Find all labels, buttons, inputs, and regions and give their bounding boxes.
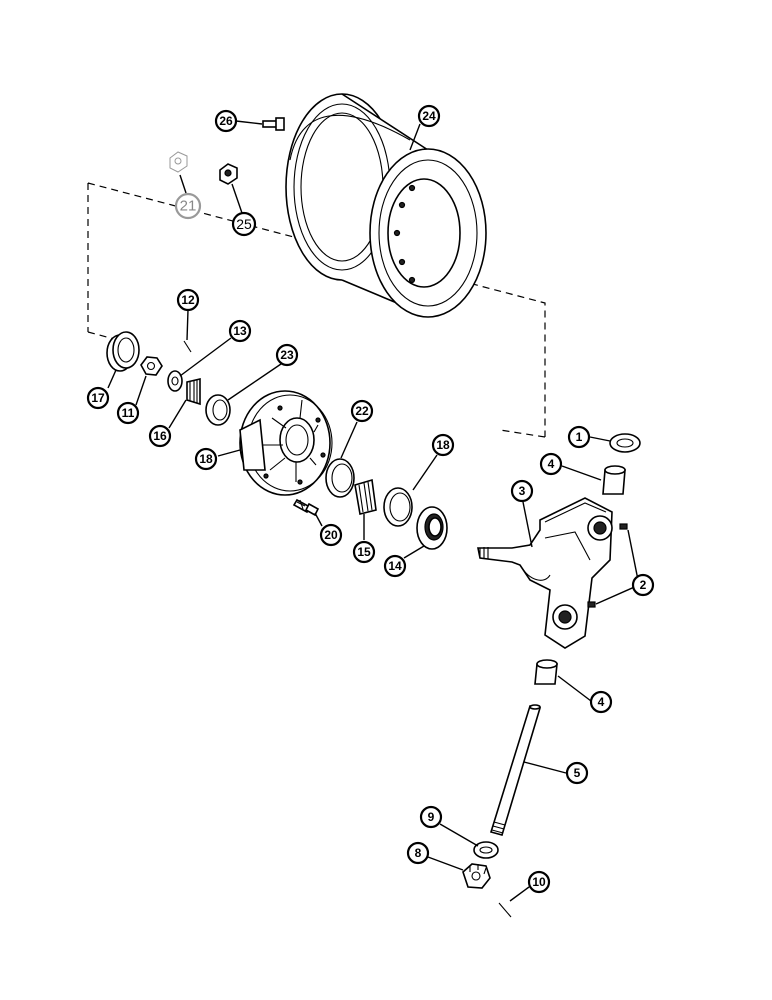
- callout-10: 10: [527, 870, 551, 894]
- callout-14-label: 14: [388, 559, 402, 573]
- castle-nut-lower: [462, 863, 491, 889]
- callout-13: 13: [228, 319, 252, 343]
- callout-12: 12: [176, 288, 200, 312]
- callout-2: 2: [631, 573, 655, 597]
- callout-24: 24: [417, 104, 441, 128]
- outer-bearing-cup: [205, 394, 231, 426]
- hub-cap: [106, 331, 140, 372]
- callout-8: 8: [406, 841, 430, 865]
- washer-13: [167, 370, 183, 392]
- inner-bearing-cup-19: [383, 487, 413, 527]
- king-pin: [489, 704, 542, 836]
- hub-stud: [292, 498, 320, 517]
- callout-22: 22: [350, 399, 374, 423]
- callout-4-lower: 4: [589, 690, 613, 714]
- callout-24-label: 24: [422, 109, 436, 123]
- callout-18-hub-label: 18: [199, 452, 213, 466]
- callout-21-label: 21: [180, 198, 197, 215]
- callout-3-label: 3: [519, 484, 526, 498]
- grease-fitting-upper: [619, 523, 628, 530]
- callout-26-label: 26: [219, 114, 233, 128]
- steering-spindle: [477, 497, 613, 649]
- leader-lines: [107, 120, 640, 902]
- callout-12-label: 12: [181, 293, 195, 307]
- callout-14: 14: [383, 554, 407, 578]
- callout-25: 25: [231, 211, 257, 237]
- callout-17-label: 17: [91, 391, 105, 405]
- callout-10-label: 10: [532, 875, 546, 889]
- wheel-nut: [219, 163, 238, 185]
- wheel-hub: [239, 390, 333, 496]
- callout-18-cup: 18: [431, 433, 455, 457]
- cotter-pin-upper: [183, 340, 192, 353]
- callout-17: 17: [86, 386, 110, 410]
- callout-13-label: 13: [233, 324, 247, 338]
- outer-bearing-cone: [186, 377, 201, 406]
- callout-16: 16: [148, 424, 172, 448]
- callout-26: 26: [214, 109, 238, 133]
- callout-11-label: 11: [122, 406, 135, 420]
- callout-20: 20: [319, 523, 343, 547]
- callout-3: 3: [510, 479, 534, 503]
- callout-18-cup-label: 18: [436, 438, 450, 452]
- callout-25-label: 25: [236, 216, 252, 232]
- callout-22-label: 22: [355, 404, 369, 418]
- dashed-assembly-outline: [87, 182, 546, 438]
- bushing-lower: [534, 659, 558, 685]
- cotter-pin-lower: [498, 902, 512, 918]
- callout-20-label: 20: [324, 528, 338, 542]
- wheel-nut-alt: [169, 151, 188, 173]
- callout-16-label: 16: [153, 429, 167, 443]
- callout-18-hub: 18: [194, 447, 218, 471]
- callout-4-lower-label: 4: [598, 695, 605, 709]
- callout-4-upper: 4: [539, 452, 563, 476]
- callout-15-label: 15: [357, 545, 371, 559]
- wheel-bolt: [262, 117, 285, 131]
- callout-4-upper-label: 4: [548, 457, 555, 471]
- callout-15: 15: [352, 540, 376, 564]
- inner-bearing-cup: [325, 458, 355, 498]
- callout-23: 23: [275, 343, 299, 367]
- callout-5-label: 5: [574, 766, 581, 780]
- bushing-upper: [602, 465, 626, 495]
- callout-23-label: 23: [280, 348, 294, 362]
- callout-11: 11: [116, 401, 140, 425]
- callout-8-label: 8: [415, 846, 422, 860]
- callout-5: 5: [565, 761, 589, 785]
- washer-9: [473, 841, 499, 859]
- grease-fitting-lower: [587, 601, 596, 608]
- castle-nut: [140, 356, 163, 376]
- callout-1: 1: [567, 425, 591, 449]
- callout-2-label: 2: [640, 578, 647, 592]
- grease-seal: [416, 506, 448, 550]
- spindle-seal: [609, 433, 641, 453]
- callout-1-label: 1: [576, 430, 583, 444]
- wheel-rim: [285, 93, 487, 318]
- callout-9: 9: [419, 805, 443, 829]
- callout-9-label: 9: [428, 810, 435, 824]
- callout-21: 21: [174, 192, 202, 220]
- inner-bearing-cone: [354, 478, 377, 515]
